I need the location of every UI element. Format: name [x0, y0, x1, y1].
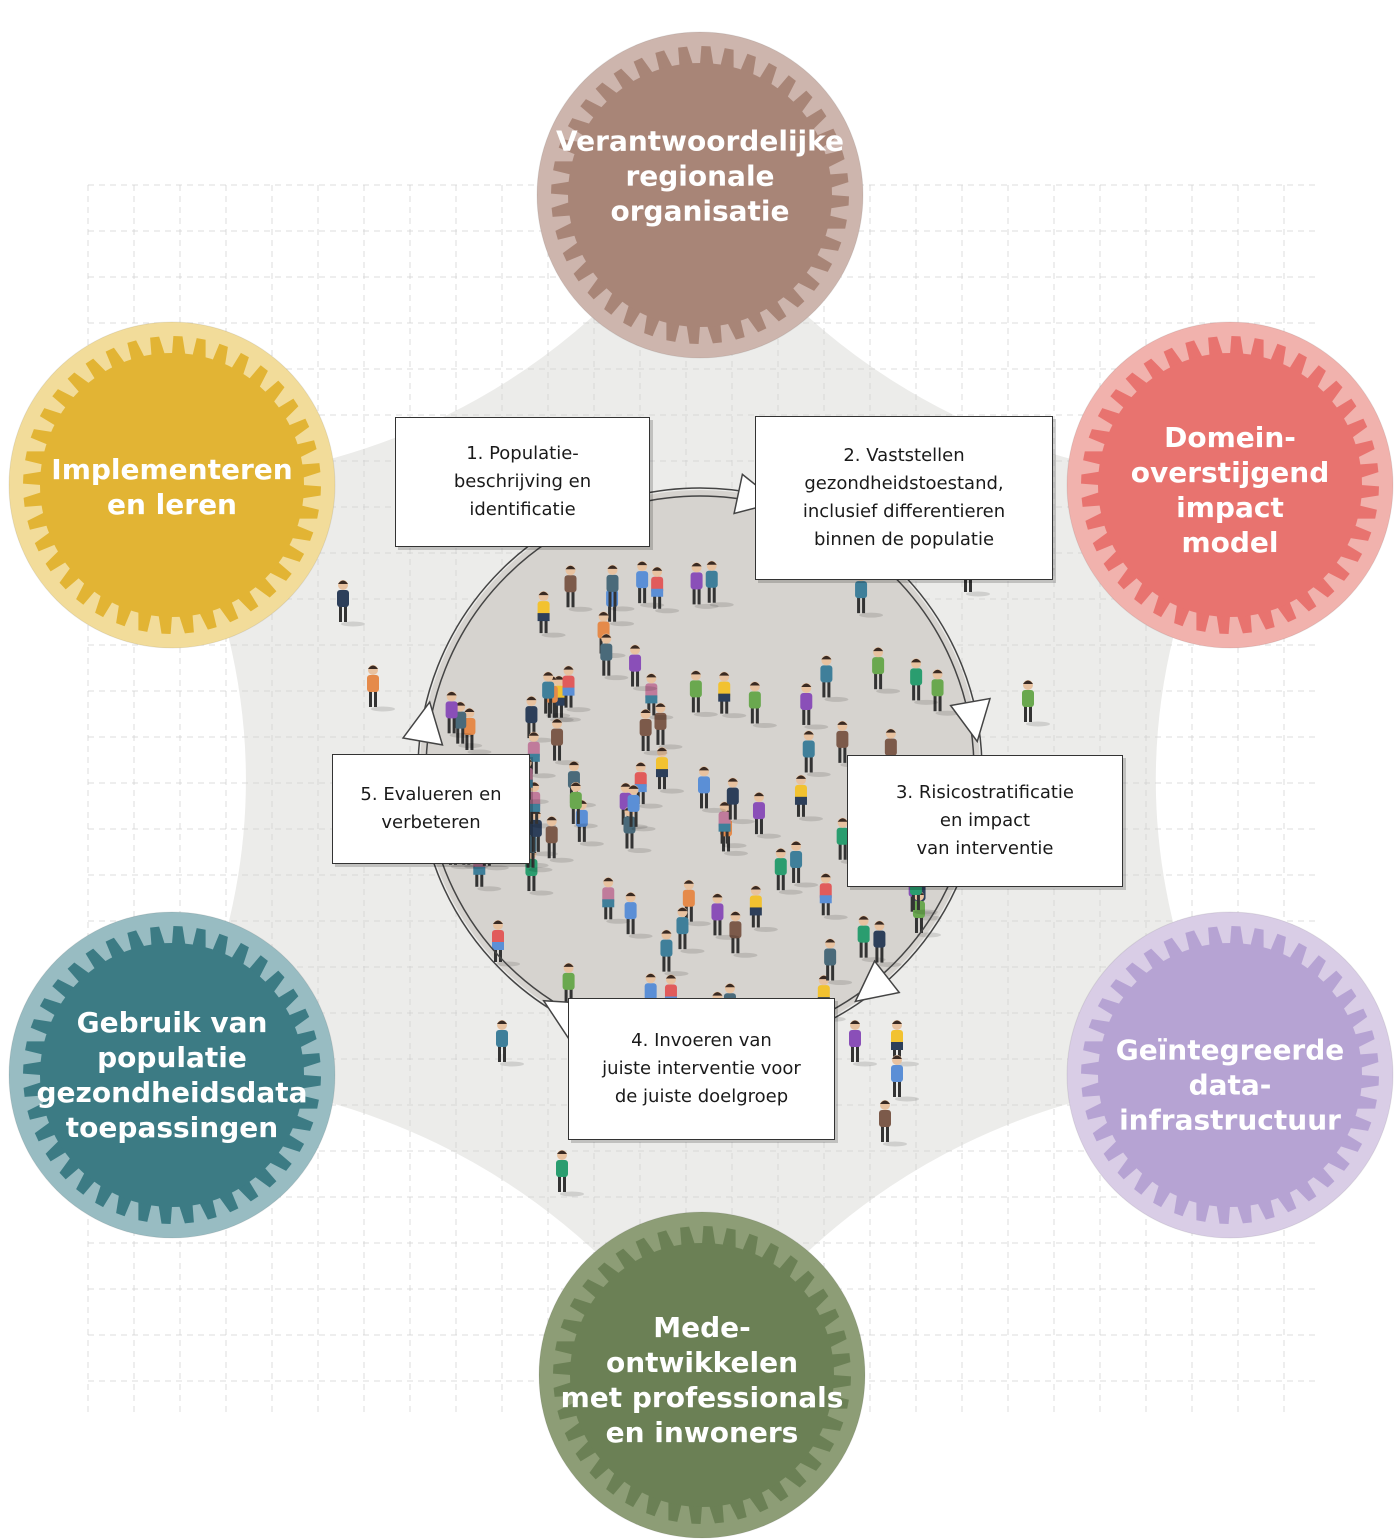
person-figure	[602, 877, 631, 924]
person-figure	[1022, 680, 1050, 727]
person-figure	[551, 718, 580, 766]
person-figure	[819, 873, 848, 920]
person-figure	[545, 816, 574, 863]
gear-label-health-data-applications: Gebruik van populatie gezondheidsdata to…	[36, 1006, 308, 1144]
person-figure	[910, 658, 939, 705]
person-figure	[794, 774, 823, 822]
person-figure	[606, 564, 635, 612]
person-figure	[718, 801, 747, 849]
person-figure	[774, 848, 803, 895]
person-figure	[690, 562, 719, 609]
person-figure	[931, 669, 960, 716]
person-figure	[525, 696, 554, 743]
person-figure	[454, 701, 483, 749]
person-figure	[527, 731, 556, 779]
person-figure	[748, 681, 777, 728]
person-figure	[634, 762, 663, 809]
gear-label-regional-organisation: Verantwoordelijke regionale organisatie	[556, 124, 844, 228]
gear-label-data-infrastructure: Geïntegreerde data- infrastructuur	[1115, 1033, 1345, 1137]
person-figure	[824, 938, 853, 986]
gear-right-top	[1066, 321, 1394, 649]
person-figure	[857, 915, 886, 963]
person-figure	[445, 691, 474, 738]
gear-top	[536, 31, 864, 359]
gear-left-bottom	[8, 911, 336, 1239]
person-figure	[492, 920, 520, 967]
person-figure	[676, 907, 705, 954]
person-figure	[367, 665, 395, 712]
gear-left-top	[8, 321, 336, 649]
person-figure	[542, 671, 571, 719]
gear-label-implement-and-learn: Implementeren en leren	[51, 453, 293, 521]
person-figure	[705, 560, 734, 608]
person-figure	[749, 885, 778, 932]
person-figure	[879, 1100, 907, 1147]
person-figure	[689, 670, 718, 717]
person-figure	[529, 809, 558, 857]
person-figure	[790, 840, 819, 888]
step-3-text: 3. Risicostratificatie en impact van int…	[895, 782, 1074, 859]
person-figure	[639, 708, 668, 756]
person-figure	[569, 781, 598, 829]
step-2-text: 2. Vaststellen gezondheidstoestand, incl…	[802, 445, 1006, 550]
person-figure	[752, 792, 781, 839]
person-figure	[463, 707, 492, 755]
cycle-arrow	[949, 697, 992, 744]
person-figure	[873, 920, 902, 968]
step-4-box: 4. Invoeren van juiste interventie voor …	[568, 998, 835, 1140]
person-figure	[802, 730, 831, 777]
person-figure	[891, 1055, 919, 1102]
gear-right-bottom	[1066, 911, 1394, 1239]
person-figure	[820, 655, 849, 702]
cycle-arrow	[401, 700, 444, 746]
person-figure	[726, 777, 755, 825]
person-figure	[564, 565, 593, 612]
step-4-text: 4. Invoeren van juiste interventie voor …	[602, 1030, 801, 1107]
person-figure	[537, 591, 566, 638]
person-figure	[718, 671, 747, 719]
person-figure	[697, 766, 726, 813]
person-figure	[655, 747, 684, 794]
person-figure	[872, 647, 901, 694]
person-figure	[645, 673, 674, 720]
person-figure	[627, 784, 656, 832]
person-figure	[600, 633, 629, 681]
person-figure	[556, 1150, 584, 1197]
person-figure	[636, 561, 665, 608]
step-5-text: 5. Evalueren en verbeteren	[360, 784, 502, 833]
person-figure	[800, 682, 829, 730]
person-figure	[337, 580, 365, 627]
step-1-text: 1. Populatie- beschrijving en identifica…	[453, 443, 592, 520]
person-figure	[660, 929, 689, 977]
person-figure	[849, 1020, 877, 1067]
person-figure	[729, 911, 758, 958]
step-1-box: 1. Populatie- beschrijving en identifica…	[395, 417, 650, 547]
step-3-box: 3. Risicostratificatie en impact van int…	[847, 755, 1123, 887]
person-figure	[496, 1020, 524, 1067]
person-figure	[562, 665, 591, 713]
cycle-arrow	[854, 959, 901, 1003]
person-figure	[711, 893, 740, 940]
gear-label-impact-model: Domein- overstijgend impact model	[1130, 421, 1330, 559]
gear-bottom	[538, 1211, 866, 1539]
step-2-box: 2. Vaststellen gezondheidstoestand, incl…	[755, 416, 1053, 580]
person-figure	[651, 566, 680, 614]
person-figure	[624, 892, 653, 939]
person-figure	[629, 644, 658, 692]
step-5-box: 5. Evalueren en verbeteren	[332, 754, 530, 864]
gear-label-co-development: Mede- ontwikkelen met professionals en i…	[560, 1311, 844, 1449]
gears-group	[8, 31, 1394, 1539]
